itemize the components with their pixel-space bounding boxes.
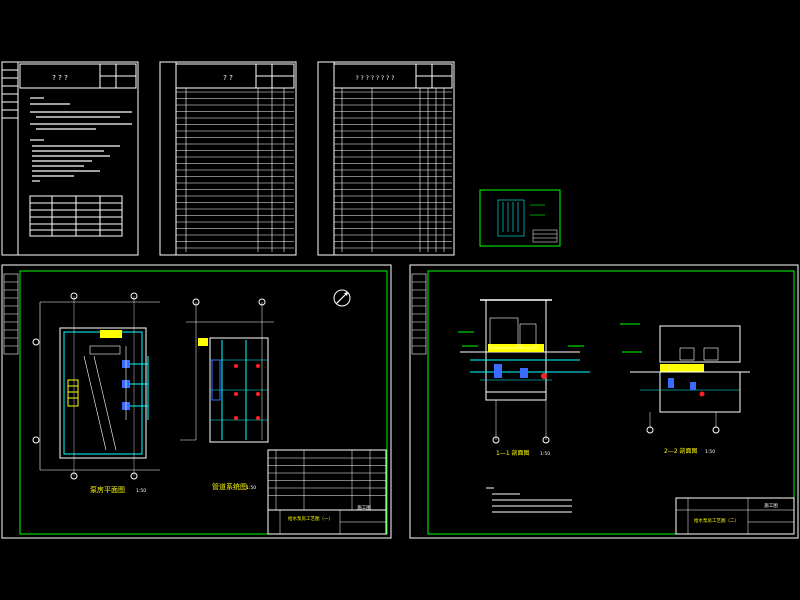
plan-equipment-table xyxy=(267,449,387,511)
section-scale-left: 1:50 xyxy=(540,451,550,457)
north-arrow-icon xyxy=(333,289,351,307)
section-2-2-drawing xyxy=(620,323,750,434)
plan-title-company: 施工图 xyxy=(357,504,371,511)
list1-sheet-title: ? ? xyxy=(223,74,233,82)
plan-scale-right: 1:50 xyxy=(246,485,256,491)
list1-table xyxy=(176,88,294,252)
section-1-1-drawing xyxy=(458,299,590,444)
plan-title-text: 给水泵房工艺图（一） xyxy=(288,515,333,522)
plan-caption-right: 管道系统图 xyxy=(212,482,247,491)
sheet-section[interactable]: 1—1 剖面图 1:50 2—2 剖面图 1:50 xyxy=(409,264,799,539)
sheet-thumbnail[interactable] xyxy=(479,189,561,247)
sheet-list-2[interactable]: ? ? ? ? ? ? ? ? xyxy=(317,61,455,256)
plan-scale-left: 1:50 xyxy=(136,488,146,494)
section-title-block: 给水泵房工艺图（二） 施工图 xyxy=(675,497,795,535)
plan-title-block: 给水泵房工艺图（一） 施工图 xyxy=(267,504,387,535)
section-caption-right: 2—2 剖面图 xyxy=(664,447,698,455)
list2-sheet-title: ? ? ? ? ? ? ? ? xyxy=(356,75,395,82)
section-scale-right: 1:50 xyxy=(705,449,715,455)
section-title-text: 给水泵房工艺图（二） xyxy=(694,517,739,524)
section-title-company: 施工图 xyxy=(764,502,778,509)
sheet-list-1[interactable]: ? ? xyxy=(159,61,297,256)
sheet-notes[interactable]: ? ? ? xyxy=(1,61,139,256)
notes-sheet-title: ? ? ? xyxy=(52,74,68,82)
section-caption-left: 1—1 剖面图 xyxy=(496,449,530,457)
pipe-system-diagram xyxy=(180,298,274,443)
list2-table xyxy=(334,88,452,252)
section-notes xyxy=(486,487,572,513)
sheet-plan[interactable]: 泵房平面图 1:50 管道系统图 1:50 xyxy=(1,264,392,539)
pump-room-plan xyxy=(32,292,160,480)
plan-caption-left: 泵房平面图 xyxy=(90,485,125,494)
